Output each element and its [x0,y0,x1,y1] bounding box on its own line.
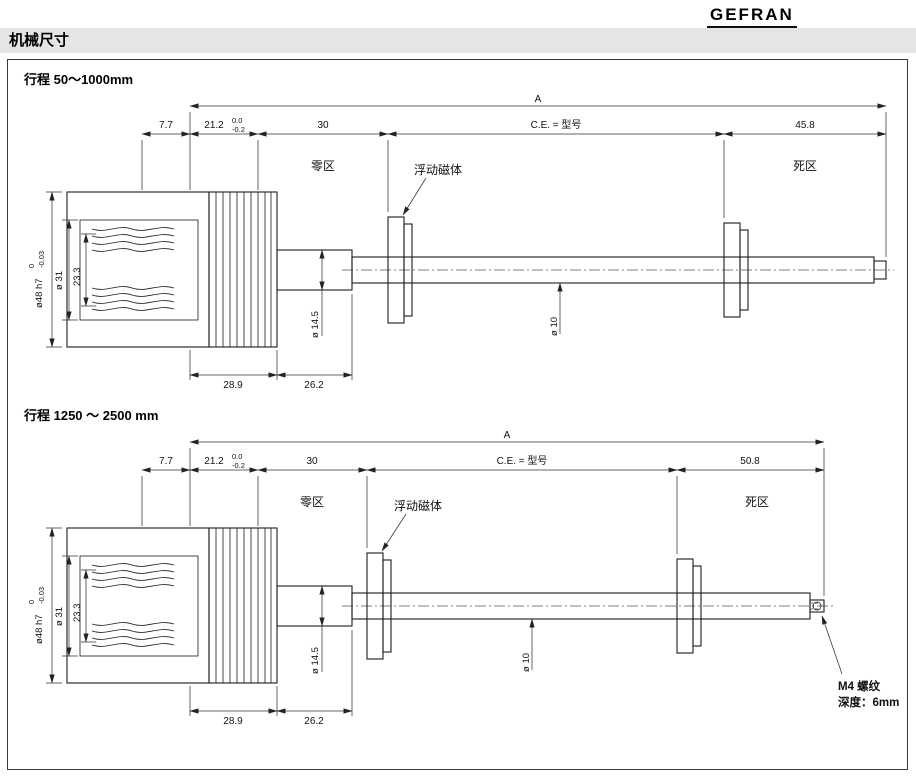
floating-magnet [366,552,392,660]
dimension-lines [49,103,887,378]
dim-base1-label: 28.9 [223,380,243,391]
svg-text:ø 10: ø 10 [521,653,532,672]
dim-collar-tol-upper: 0.0 [232,452,242,461]
dim-collar-label: 21.2 [204,456,224,467]
dead-zone-ring [676,558,702,654]
dim-body-dia-tol-upper: 0 [27,264,36,268]
dim-inner-dia-label: ø 31 [54,271,65,290]
svg-text:23.3: 23.3 [72,604,83,623]
svg-text:ø 14.5: ø 14.5 [310,647,321,674]
dim-overall-label: A [504,430,511,441]
dim-body-dia-tol-lower: -0.03 [37,587,46,604]
thread-note-line2: 深度：6mm [838,695,899,709]
svg-text:ø 31: ø 31 [54,271,65,290]
shaft [276,249,353,291]
drawing-stroke-1250-2500: 行程 1250 ～ 2500 mm [8,405,907,756]
extension-lines [46,448,825,716]
dim-inner-dia-label: ø 31 [54,607,65,626]
dim-collar-tol-lower: -0.2 [232,461,245,470]
null-zone-label: 零区 [311,159,335,173]
drawing-stroke-50-1000: 行程 50～1000mm [8,69,907,396]
null-zone-label: 零区 [300,495,324,509]
magnet-leader-arrow [381,513,407,552]
svg-text:ø 14.5: ø 14.5 [310,311,321,338]
dim-base1-label: 28.9 [223,716,243,727]
cable-squiggles [91,563,175,647]
magnet-leader-arrow [402,177,427,216]
dead-zone-label: 死区 [745,495,769,509]
floating-magnet-label: 浮动磁体 [414,162,462,177]
drawing1-canvas: A 7.7 21.2 0.0 -0.2 30 C.E. = 型号 45.8 零区… [27,94,894,391]
thread-leader-arrow [821,615,843,675]
dim-front-label: 7.7 [159,456,173,467]
dim-inner-h-label: 23.3 [72,604,83,623]
svg-text:23.3: 23.3 [72,268,83,287]
dim-body-dia-tol-lower: -0.03 [37,251,46,268]
dim-collar-label: 21.2 [204,120,224,131]
dim-body-dia-label: ø48 h7 0 -0.03 [27,251,46,308]
dimension-lines [49,439,843,714]
dead-zone-label: 死区 [793,159,817,173]
rod-end-cap [873,260,887,280]
thread-note-line1: M4 螺纹 [838,679,881,693]
sensor-body [66,191,353,348]
drawing1-title: 行程 50～1000mm [24,72,134,87]
dim-stroke-label: C.E. = 型号 [497,454,548,467]
dim-shaft-dia-label: ø 14.5 [310,647,321,674]
dim-body-dia-tol-upper: 0 [27,600,36,604]
dim-body-dia-label: ø48 h7 0 -0.03 [27,587,46,644]
dim-body-dia-text: ø48 h7 [34,278,45,308]
cable-squiggles [91,227,175,311]
dim-dead-label: 45.8 [795,120,815,131]
dim-null-label: 30 [306,456,318,467]
rib-section [208,527,278,684]
dim-stroke-label: C.E. = 型号 [531,118,582,131]
page-title: 机械尺寸 [0,28,916,53]
connector-cavity [79,555,199,657]
dim-base2-label: 26.2 [304,380,324,391]
drawings-frame: 行程 50～1000mm [7,59,908,770]
drawing2-title: 行程 1250 ～ 2500 mm [24,408,159,423]
dim-base2-label: 26.2 [304,716,324,727]
dim-rod-dia-label: ø 10 [549,317,560,336]
connector-cavity [79,219,199,321]
dim-null-label: 30 [317,120,329,131]
dim-rod-dia-label: ø 10 [521,653,532,672]
dim-front-label: 7.7 [159,120,173,131]
drawing2-canvas: A 7.7 21.2 0.0 -0.2 30 C.E. = 型号 50.8 零区… [27,430,899,727]
svg-text:ø 31: ø 31 [54,607,65,626]
dead-zone-ring [723,222,749,318]
floating-magnet-label: 浮动磁体 [394,498,442,513]
dim-shaft-dia-label: ø 14.5 [310,311,321,338]
body-outline [66,527,210,684]
gefran-logo: GEFRAN [707,5,797,29]
dim-overall-label: A [535,94,542,105]
rod-end-thread [809,599,825,613]
dim-inner-h-label: 23.3 [72,268,83,287]
svg-text:ø 10: ø 10 [549,317,560,336]
dim-collar-tol-upper: 0.0 [232,116,242,125]
dim-body-dia-text: ø48 h7 [34,614,45,644]
floating-magnet [387,216,413,324]
body-outline [66,191,210,348]
rib-section [208,191,278,348]
extension-lines [46,112,887,380]
dim-dead-label: 50.8 [740,456,760,467]
dim-collar-tol-lower: -0.2 [232,125,245,134]
shaft [276,585,353,627]
